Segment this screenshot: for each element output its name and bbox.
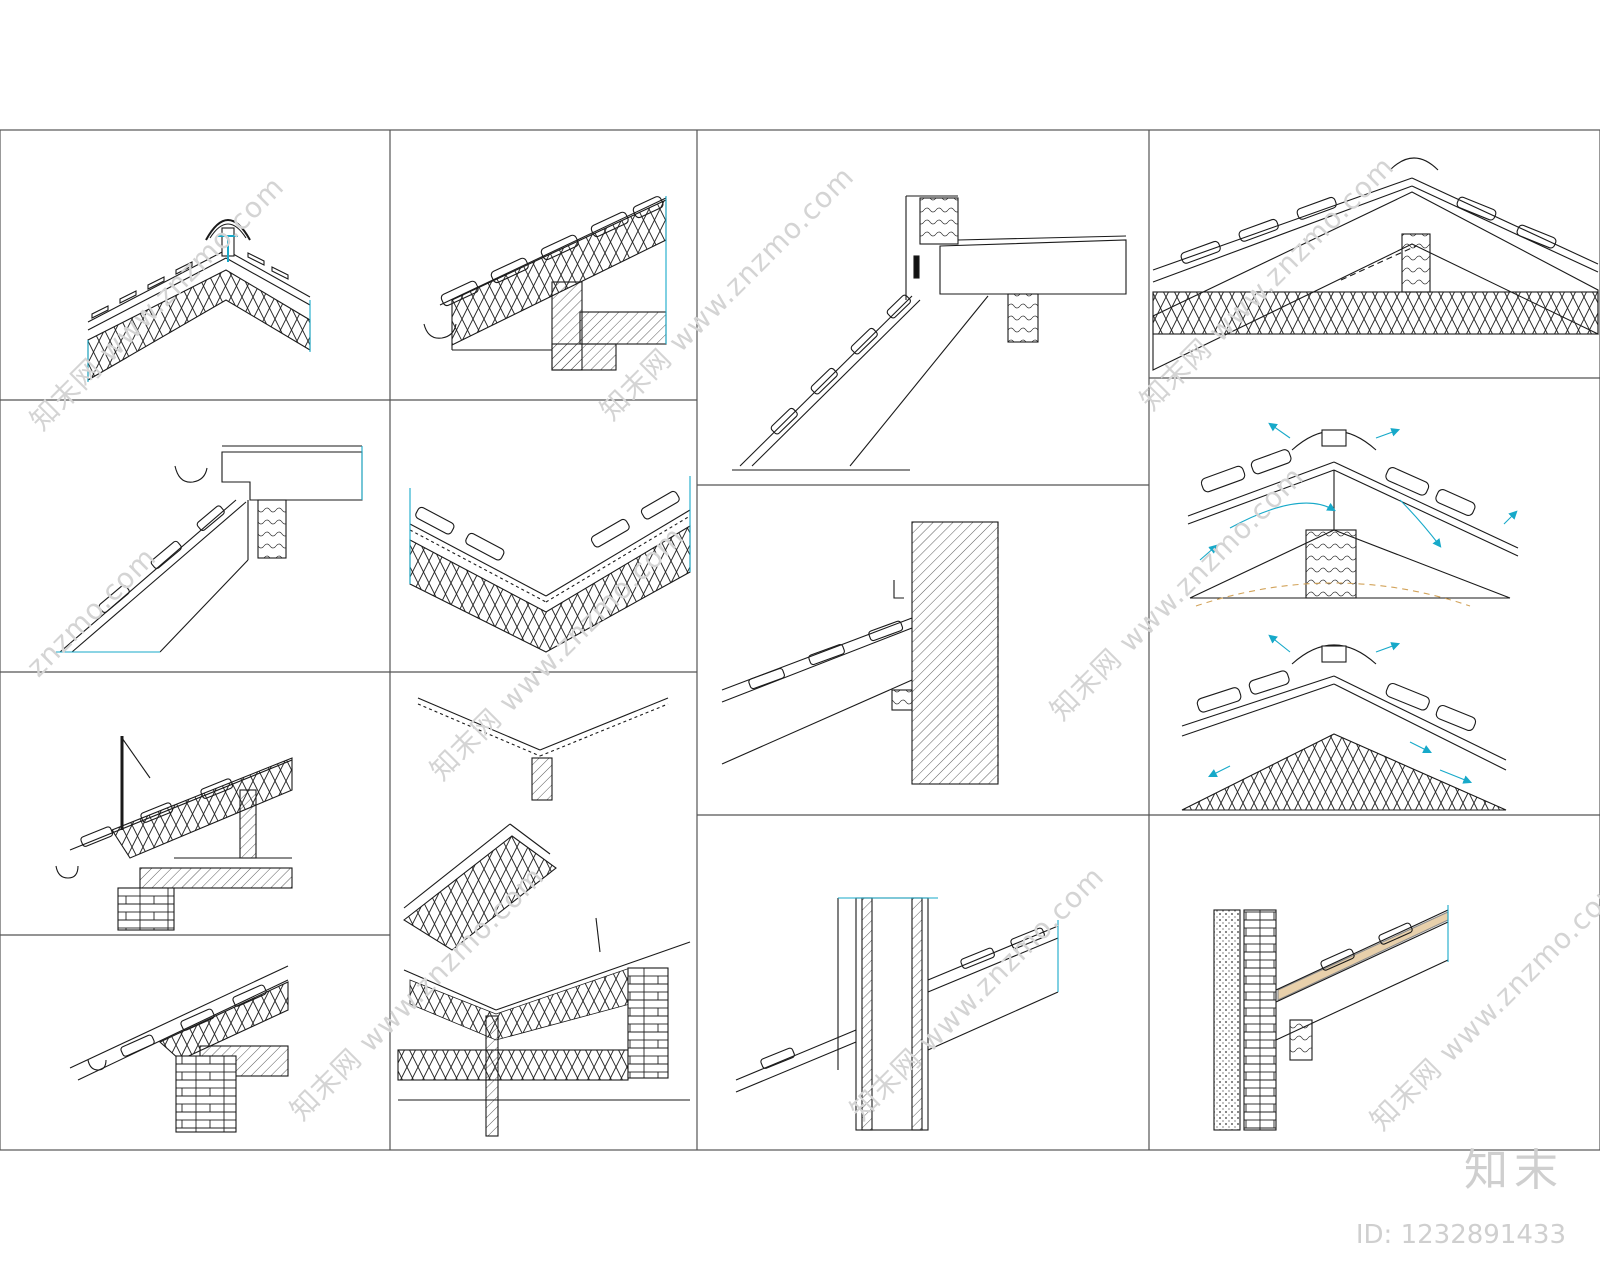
detail-ridge-vent [87, 219, 311, 382]
detail-eaves-brick [69, 965, 289, 1133]
detail-ridge-airflow-upper [1187, 422, 1519, 607]
brand-id: ID: 1232891433 [1355, 1220, 1566, 1250]
brand-logo: 知末 [1464, 1145, 1564, 1196]
detail-eaves-truss [55, 736, 293, 931]
detail-abutment-parapet [56, 445, 363, 653]
sheet-grid [0, 129, 1600, 1151]
detail-wall-junction [1213, 905, 1449, 1131]
detail-ridge-airflow-lower [1181, 634, 1507, 811]
detail-valley-beam [397, 697, 691, 1137]
detail-eaves-gutter [423, 196, 667, 371]
detail-wall-abutment [721, 521, 999, 785]
detail-parapet-slope [732, 195, 1127, 471]
detail-valley [409, 476, 691, 653]
detail-chimney [735, 897, 1059, 1131]
detail-ridge-timber [1152, 157, 1599, 371]
